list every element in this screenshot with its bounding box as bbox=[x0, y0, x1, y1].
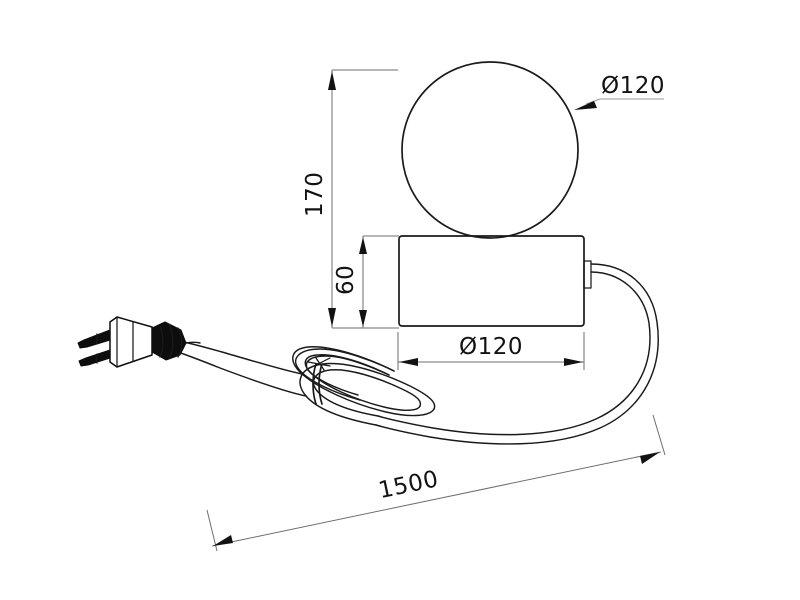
dimension-globe-diameter-label: Ø120 bbox=[601, 73, 665, 99]
dimension-globe-diameter: Ø120 bbox=[574, 73, 665, 110]
dimension-base-diameter-label: Ø120 bbox=[459, 334, 523, 360]
dimension-170-label: 170 bbox=[302, 172, 328, 217]
lamp-base-outline bbox=[398, 235, 585, 327]
dimension-1500-label: 1500 bbox=[376, 466, 441, 504]
dimension-cord-length: 1500 bbox=[206, 414, 666, 552]
dimension-base-height: 60 bbox=[333, 235, 399, 329]
dimension-total-height: 170 bbox=[302, 69, 398, 329]
dimension-base-diameter: Ø120 bbox=[397, 332, 585, 370]
glass-globe-outline bbox=[401, 61, 579, 239]
power-cord bbox=[171, 263, 659, 445]
euro-plug bbox=[77, 316, 201, 368]
dimension-60-label: 60 bbox=[333, 265, 359, 295]
cable-tie-mark bbox=[307, 357, 331, 405]
cord-strain-relief bbox=[583, 260, 592, 289]
